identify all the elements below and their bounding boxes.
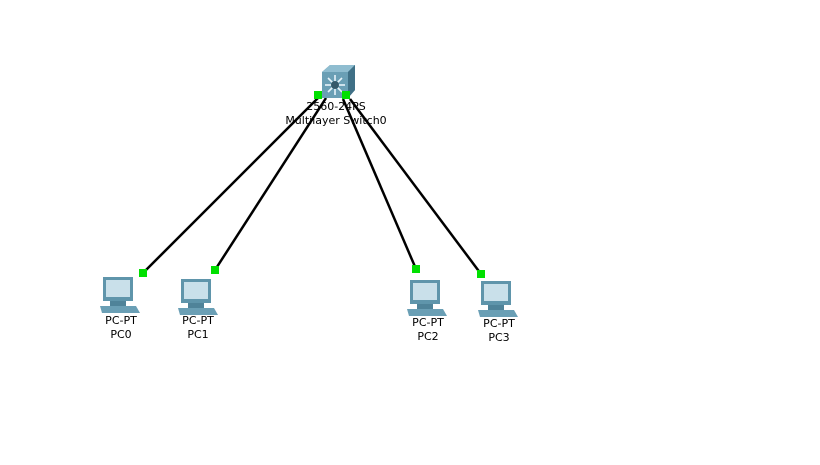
pc2-name-label: PC2: [417, 330, 439, 343]
pc3-icon[interactable]: [478, 279, 520, 321]
port-light-switch-2: [342, 91, 350, 99]
port-light-pc1: [211, 266, 219, 274]
port-light-pc3: [477, 270, 485, 278]
switch-name-label: Multilayer Switch0: [285, 114, 387, 127]
port-light-pc0: [139, 269, 147, 277]
pc2-model-label: PC-PT: [412, 316, 444, 329]
pc0-icon[interactable]: [100, 275, 142, 317]
link-pc1[interactable]: [213, 97, 328, 271]
pc1-icon[interactable]: [178, 277, 220, 319]
link-pc3[interactable]: [348, 98, 483, 275]
pc0-model-label: PC-PT: [105, 314, 137, 327]
link-pc2[interactable]: [341, 98, 418, 270]
pc3-name-label: PC3: [488, 331, 510, 344]
pc1-name-label: PC1: [187, 328, 209, 341]
link-pc0[interactable]: [142, 96, 320, 274]
pc3-model-label: PC-PT: [483, 317, 515, 330]
pc0-name-label: PC0: [110, 328, 132, 341]
pc1-model-label: PC-PT: [182, 314, 214, 327]
port-light-pc2: [412, 265, 420, 273]
port-light-switch-1: [314, 91, 322, 99]
switch-model-label: 2560-24PS: [306, 100, 366, 113]
pc2-icon[interactable]: [407, 278, 449, 320]
